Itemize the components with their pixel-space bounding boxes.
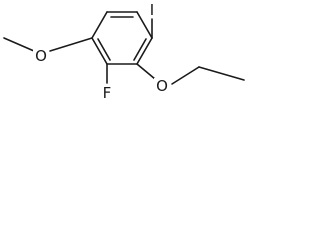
methoxy-group: O (3, 37, 93, 65)
ring-bond-upper-left (91, 11, 108, 39)
bond-ring-oxygen-right (136, 63, 156, 80)
ring-bond-lower-left (91, 37, 108, 65)
benzene-ring (91, 11, 153, 65)
ring-bond-lower-left-inner (97, 38, 111, 61)
bond-oxygen-ethyl-ch2 (171, 66, 200, 85)
ether-oxygen-left-label: O (35, 47, 47, 65)
iodine-atom-label: I (150, 1, 154, 19)
iodo-group: I (150, 1, 154, 39)
bond-oxygen-methyl (3, 37, 35, 52)
fluoro-group: F (103, 63, 112, 102)
oxygen-right-mask (154, 78, 170, 95)
ether-oxygen-right-label: O (156, 77, 168, 95)
bond-ethyl-ch2-ch3 (198, 66, 245, 81)
bond-ring-oxygen-left (49, 37, 93, 52)
fluorine-atom-label: F (103, 84, 112, 102)
ring-bond-upper-right (136, 11, 153, 39)
ethoxy-group: O (136, 63, 245, 95)
oxygen-left-mask (33, 48, 49, 65)
chemical-structure-diagram: I O F O (3, 1, 245, 102)
ring-bond-lower-right (136, 37, 153, 65)
ring-bond-lower-right-inner (133, 38, 147, 61)
